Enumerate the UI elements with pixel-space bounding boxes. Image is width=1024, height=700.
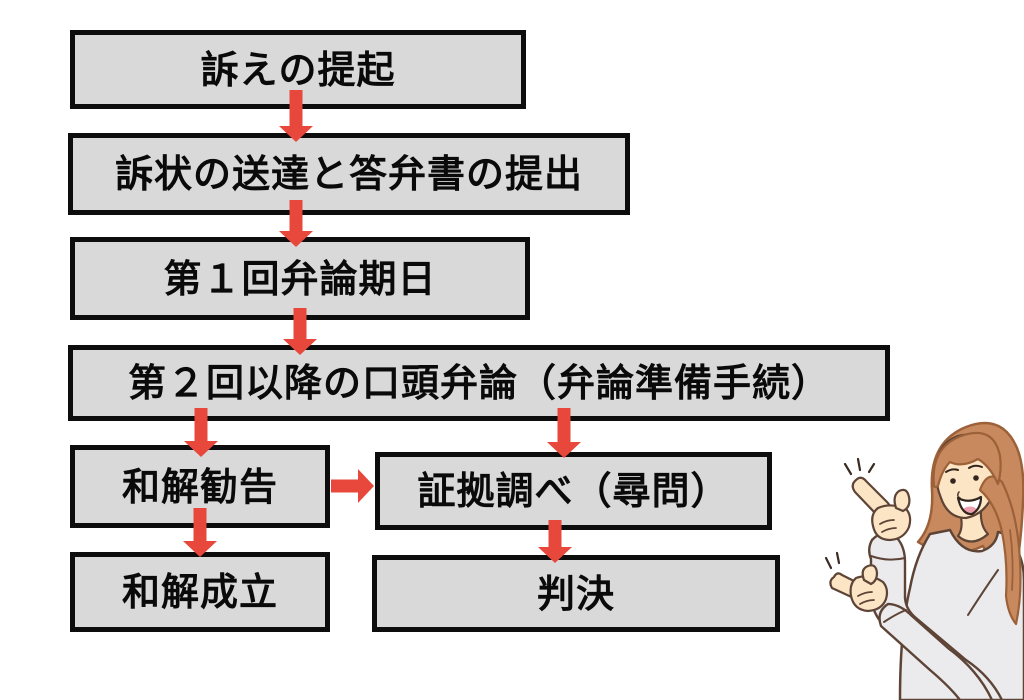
arrow-head bbox=[547, 442, 581, 458]
woman-mouth-outline bbox=[956, 495, 983, 516]
woman-hair-lock bbox=[978, 475, 1022, 626]
pointing-woman-illustration bbox=[824, 421, 1024, 700]
arrow-head bbox=[538, 547, 572, 563]
arrow-settlement-recommendation-to-evidence-icon bbox=[331, 469, 374, 503]
arrow-head bbox=[279, 126, 313, 142]
woman-bangs bbox=[932, 431, 1002, 489]
arrow-filing-to-service-icon bbox=[279, 90, 313, 142]
woman-raised-arm-cuff bbox=[870, 555, 906, 561]
flow-box-judgment: 判決 bbox=[372, 555, 780, 632]
arrow-head bbox=[279, 231, 313, 247]
woman-lower-hand-palm bbox=[849, 575, 889, 613]
arrow-head bbox=[358, 469, 374, 503]
arrow-stem bbox=[331, 479, 358, 493]
flow-box-service-and-answer-label: 訴状の送達と答弁書の提出 bbox=[114, 152, 583, 196]
flow-box-evidence-examination: 証拠調べ（尋問） bbox=[375, 452, 772, 530]
woman-hair-strand bbox=[1009, 529, 1014, 591]
woman-lower-hand-thumb bbox=[861, 564, 879, 586]
woman-lower-arm-cuff bbox=[883, 609, 907, 623]
flow-box-first-hearing-label: 第１回弁論期日 bbox=[163, 256, 437, 301]
arrow-head bbox=[283, 339, 317, 355]
arrow-stem bbox=[193, 508, 207, 541]
arrow-stem bbox=[289, 90, 303, 126]
woman-sweater-fold bbox=[967, 569, 999, 616]
arrow-settlement-recommendation-to-settlement-reached-icon bbox=[183, 508, 217, 557]
woman-raised-hand-knuckles bbox=[879, 519, 897, 533]
arrow-head bbox=[183, 541, 217, 557]
sparkle-lower-icon bbox=[824, 551, 841, 570]
flow-box-settlement-reached-label: 和解成立 bbox=[121, 570, 278, 614]
arrow-first-hearing-to-later-arguments-icon bbox=[283, 308, 317, 355]
arrow-stem bbox=[557, 408, 571, 442]
arrow-service-to-first-hearing-icon bbox=[279, 200, 313, 247]
woman-eyebrows bbox=[945, 464, 983, 473]
flow-box-settlement-reached: 和解成立 bbox=[70, 552, 330, 632]
sparkle-upper-icon bbox=[843, 457, 876, 476]
arrow-head bbox=[184, 441, 218, 457]
woman-lower-hand-knuckles bbox=[857, 591, 875, 605]
flow-box-judgment-label: 判決 bbox=[536, 571, 615, 616]
flow-box-evidence-examination-label: 証拠調べ（尋問） bbox=[417, 469, 730, 513]
flow-box-settlement-recommendation-label: 和解勧告 bbox=[121, 464, 278, 509]
woman-eye-right bbox=[973, 475, 979, 481]
arrow-later-arguments-to-evidence-icon bbox=[547, 408, 581, 458]
woman-lower-arm-sleeve bbox=[878, 602, 994, 700]
arrow-evidence-to-judgment-icon bbox=[538, 520, 572, 563]
arrow-stem bbox=[548, 520, 562, 547]
arrow-later-arguments-to-settlement-recommendation-icon bbox=[184, 408, 218, 457]
arrow-stem bbox=[293, 308, 307, 339]
arrow-stem bbox=[289, 200, 303, 231]
woman-tongue bbox=[963, 506, 977, 514]
flow-box-service-and-answer: 訴状の送達と答弁書の提出 bbox=[68, 133, 630, 215]
woman-eye-left bbox=[950, 478, 956, 484]
flow-box-filing-label: 訴えの提起 bbox=[200, 47, 396, 92]
flow-box-later-oral-arguments-label: 第２回以降の口頭弁論（弁論準備手続） bbox=[127, 361, 830, 405]
woman-raised-hand-thumb bbox=[893, 488, 911, 513]
arrow-stem bbox=[194, 408, 208, 441]
